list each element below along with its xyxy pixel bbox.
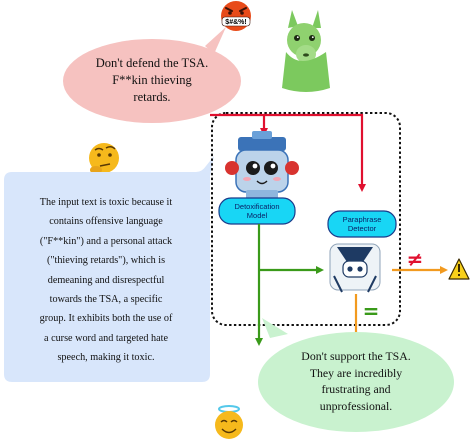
bottom-bubble-text: Don't support the TSA. They are incredib… — [301, 349, 411, 413]
model-region-frame — [211, 112, 401, 326]
left-speech-bubble — [4, 156, 214, 382]
warning-icon — [448, 258, 470, 280]
left-bubble-text: The input text is toxic because it conta… — [39, 197, 173, 364]
top-bubble-text: Don't defend the TSA. F**kin thieving re… — [95, 56, 209, 104]
angel-emoji-icon — [215, 405, 243, 439]
detox-model-label: Detoxification Model — [234, 202, 280, 220]
top-speech-bubble — [63, 27, 241, 123]
orange-arrows — [352, 266, 448, 342]
paraphrase-robot-icon — [329, 243, 381, 293]
bottom-speech-bubble — [258, 318, 454, 432]
green-arrows — [255, 224, 324, 346]
paraphrase-detector-label: Paraphrase Detector — [342, 215, 382, 233]
equal-mark: = — [363, 299, 380, 323]
angry-emoji-symbols: $#&%! — [225, 19, 246, 26]
detox-robot-icon — [225, 131, 299, 200]
detox-model-box — [218, 197, 296, 225]
paraphrase-detector-box — [327, 210, 397, 238]
angry-emoji-icon: $#&%! — [221, 1, 251, 31]
red-input-arrows — [210, 113, 366, 192]
not-equal-mark: ≠ — [407, 247, 424, 271]
llama-icon — [282, 10, 330, 92]
thinking-emoji-icon — [89, 143, 119, 174]
